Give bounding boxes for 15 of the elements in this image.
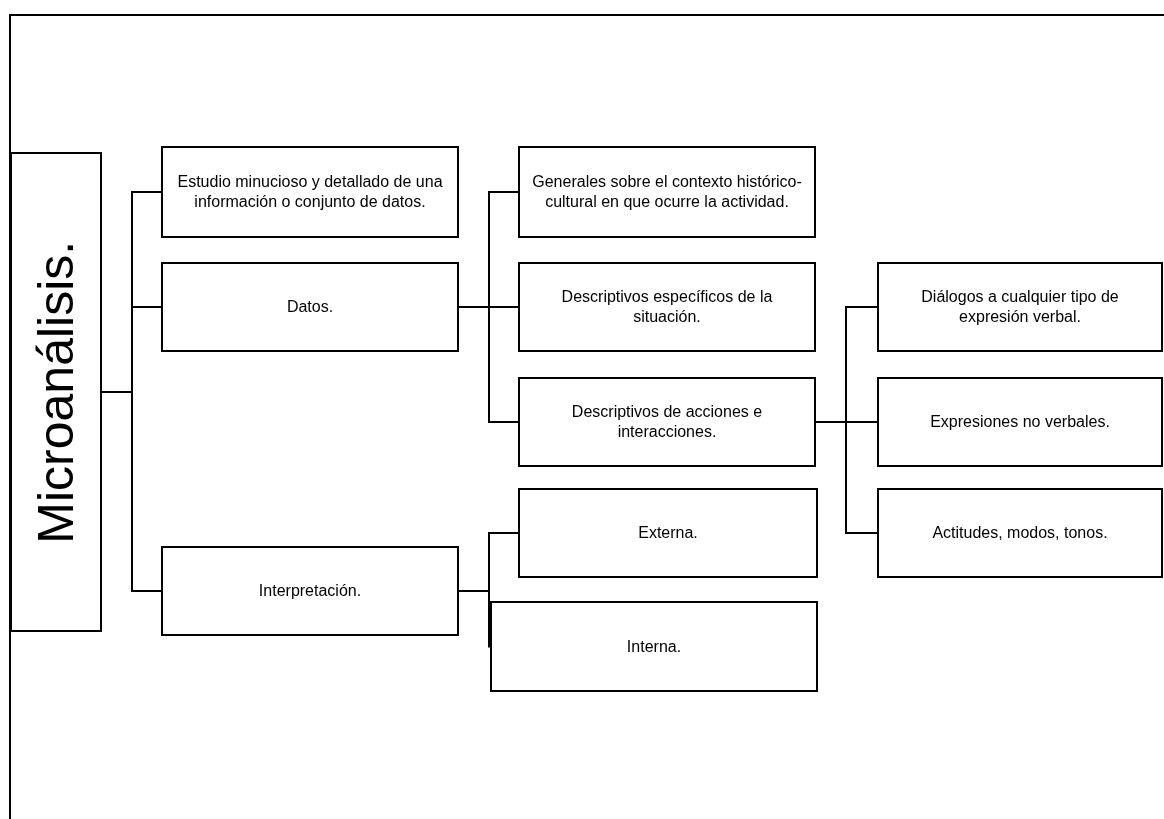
text-box: Diálogos a cualquier tipo de expresión verbal. — [877, 262, 1163, 352]
text-box: Microanálisis. — [10, 152, 102, 632]
text-box: Expresiones no verbales. — [877, 377, 1163, 467]
connector-line — [815, 421, 878, 534]
text-box: Datos. — [161, 262, 459, 352]
text-box: Interna. — [490, 601, 818, 692]
text-box: Externa. — [518, 488, 818, 578]
text-box: Interpretación. — [161, 546, 459, 636]
connector-line — [458, 306, 519, 423]
connector-line — [101, 391, 162, 592]
text-box: Actitudes, modos, tonos. — [877, 488, 1163, 578]
text-box: Estudio minucioso y detallado de una información o conjunto de datos. — [161, 146, 459, 238]
text-box: Descriptivos específicos de la situación. — [518, 262, 816, 352]
text-box: Descriptivos de acciones e interacciones. — [518, 377, 816, 467]
text-box: Generales sobre el contexto histórico-cultural en que ocurre la actividad. — [518, 146, 816, 238]
